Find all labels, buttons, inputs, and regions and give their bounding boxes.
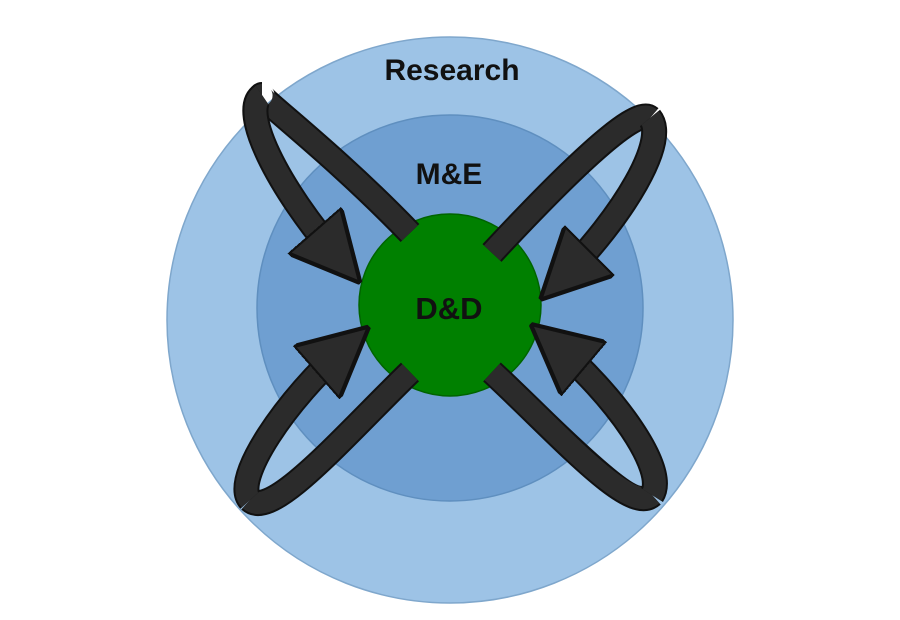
feedback-loop-top-right xyxy=(482,103,668,280)
dd-label: D&D xyxy=(415,291,482,326)
feedback-loop-top-left xyxy=(242,82,420,262)
research-label: Research xyxy=(384,54,519,87)
dd-core xyxy=(358,213,542,397)
feedback-loop-bottom-left xyxy=(233,345,420,516)
feedback-loop-bottom-right xyxy=(483,342,668,512)
me-label: M&E xyxy=(416,158,483,191)
